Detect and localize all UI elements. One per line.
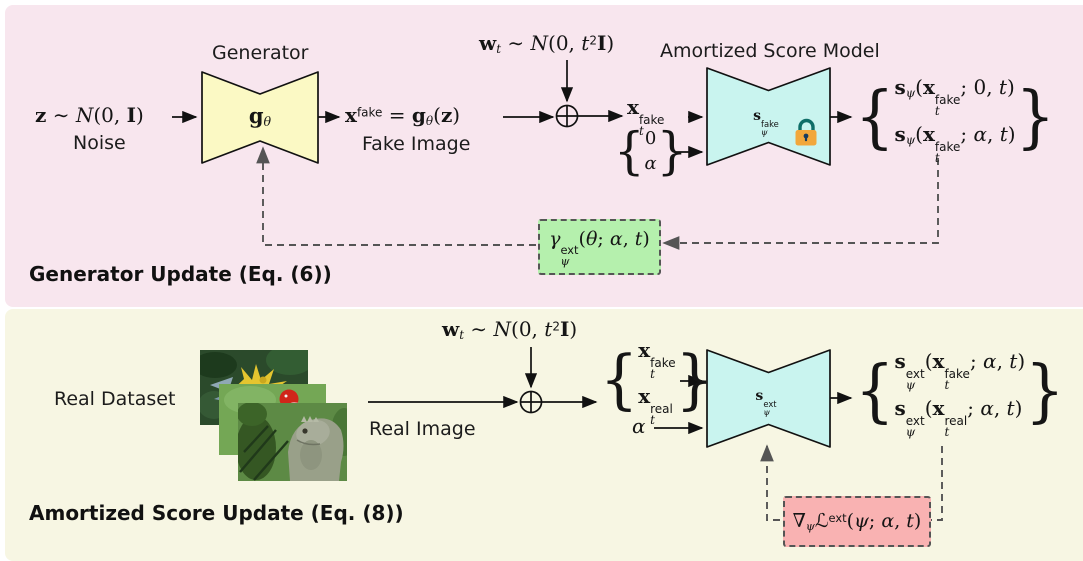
right-brace: } [1025, 350, 1065, 431]
right-brace: } [1015, 76, 1056, 157]
bottom-solid-arrows [368, 347, 853, 435]
score-loss-gradient-formula: ∇ψℒext(ψ; α, t) [792, 510, 922, 533]
right-brace: } [675, 342, 714, 418]
plus-circle-icon [555, 104, 579, 128]
generator-shape [201, 71, 319, 164]
right-brace: } [656, 121, 688, 181]
real-dataset-label: Real Dataset [54, 388, 176, 410]
top-solid-arrows [172, 60, 853, 159]
score-gradient-dashed-path [760, 444, 943, 521]
generator-title: Generator [212, 42, 309, 64]
generator-gradient-dashed-path [256, 146, 939, 250]
real-image-iguana [238, 403, 347, 481]
plus-circle-icon-bottom [519, 390, 543, 414]
alpha-input-symbol: α [632, 414, 646, 438]
fake-image-label: Fake Image [362, 133, 471, 155]
noise-injection-formula-top: wt ∼ N(0, t2I) [479, 31, 615, 56]
noise-label: Noise [73, 132, 126, 154]
fake-image-formula: xfake = gθ(z) [345, 103, 461, 128]
score-model-title: Amortized Score Model [660, 40, 880, 62]
real-image-label: Real Image [369, 418, 476, 440]
score-loss-gradient-box: ∇ψℒext(ψ; α, t) [783, 496, 931, 547]
zero-alpha-input-group: { 0 α } [614, 124, 687, 178]
noise-injection-formula-bottom: wt ∼ N(0, t2I) [442, 317, 578, 342]
noise-formula: z ∼ N(0, I) [35, 103, 144, 127]
generator-symbol: gθ [248, 103, 272, 130]
alpha-option: α [644, 153, 657, 174]
left-brace: { [600, 342, 639, 418]
amortized-score-update-caption: Amortized Score Update (Eq. (8)) [29, 501, 404, 525]
amortized-score-model-ext-shape [706, 349, 831, 448]
left-brace: { [855, 350, 895, 431]
lock-icon [795, 118, 817, 146]
zero-option: 0 [644, 128, 657, 149]
left-brace: { [614, 121, 645, 181]
generator-update-caption: Generator Update (Eq. (6)) [29, 262, 332, 286]
left-brace: { [855, 76, 895, 157]
